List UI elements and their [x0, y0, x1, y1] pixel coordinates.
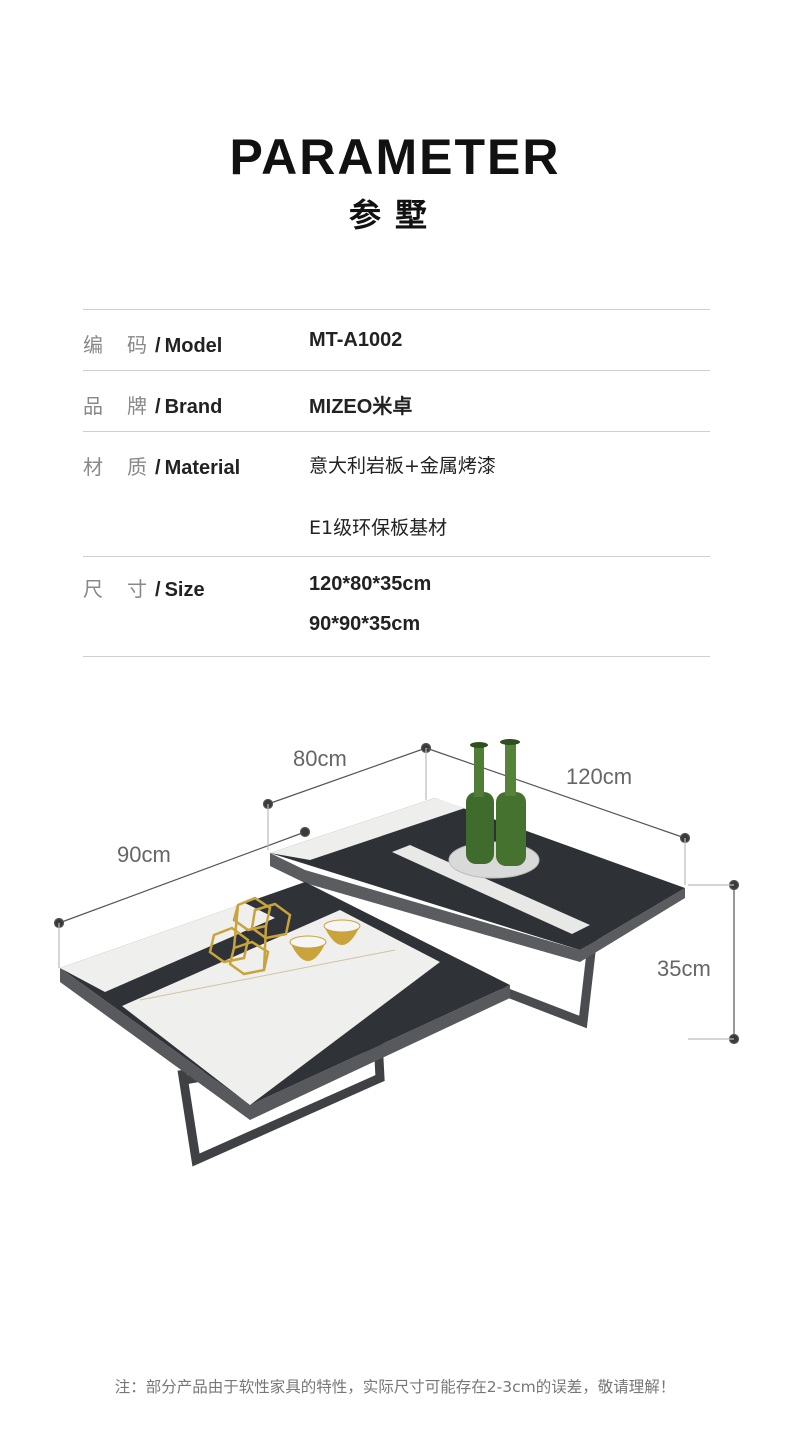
back-table-white-strip — [270, 798, 465, 860]
param-label-zh: 编 码 — [83, 335, 149, 357]
param-row-brand: 品 牌 /Brand MIZEO米卓 — [83, 371, 710, 432]
front-table-white-left — [60, 903, 275, 992]
param-label: 尺 寸 /Size — [83, 573, 205, 602]
param-label-en: Model — [164, 335, 223, 357]
front-table-frame — [60, 968, 510, 1120]
dimension-label-90: 90cm — [117, 842, 171, 867]
product-dimension-figure: 80cm 120cm 90cm 35cm — [0, 700, 790, 1200]
param-label-en: Size — [164, 579, 205, 601]
param-value-size-2: 90*90*35cm — [309, 613, 421, 635]
param-row-model: 编 码 /Model MT-A1002 — [83, 310, 710, 371]
param-label: 材 质 /Material — [83, 451, 240, 480]
param-row-size: 尺 寸 /Size 120*80*35cm 90*90*35cm — [83, 557, 710, 657]
param-label-zh: 品 牌 — [83, 396, 149, 418]
gold-geometric-sculpture — [208, 896, 292, 976]
dimension-label-80: 80cm — [293, 746, 347, 771]
footer-note: 注：部分产品由于软性家具的特性，实际尺寸可能存在2-3cm的误差，敬请理解！ — [114, 1378, 676, 1396]
param-separator: / — [155, 335, 161, 357]
parameter-table: 编 码/Model MT-A1002 品 牌/Brand MIZEO米卓 材 质… — [83, 309, 710, 657]
green-vase-right — [496, 739, 526, 866]
param-label-en: Brand — [164, 396, 223, 418]
coffee-table-illustration — [53, 739, 740, 1167]
param-value-material-2: E1级环保板基材 — [309, 517, 448, 539]
param-value-material-1: 意大利岩板+金属烤漆 — [309, 455, 496, 477]
dimension-label-120: 120cm — [566, 764, 633, 789]
green-vase-left — [466, 742, 494, 864]
gold-cups — [289, 919, 361, 961]
param-label: 编 码 /Model — [83, 329, 222, 358]
param-row-material: 材 质 /Material 意大利岩板+金属烤漆 E1级环保板基材 — [83, 432, 710, 557]
param-value-model: MT-A1002 — [309, 329, 403, 351]
back-table-legs — [498, 934, 598, 1029]
param-label-zh: 材 质 — [83, 457, 149, 479]
param-value-brand: MIZEO米卓 — [309, 396, 413, 418]
param-separator: / — [155, 579, 161, 601]
front-table-white-front — [122, 910, 440, 1105]
param-value-size-1: 120*80*35cm — [309, 573, 432, 595]
page-title-zh: 参墅 — [348, 196, 441, 234]
back-table-white-band — [392, 845, 590, 934]
param-label-zh: 尺 寸 — [83, 579, 149, 601]
param-separator: / — [155, 457, 161, 479]
stone-vein — [139, 949, 396, 1001]
param-separator: / — [155, 396, 161, 418]
page-title-en: PARAMETER — [229, 129, 561, 185]
dimension-label-35: 35cm — [657, 956, 711, 981]
dimension-lines — [53, 742, 740, 1045]
param-label: 品 牌 /Brand — [83, 390, 222, 419]
param-label-en: Material — [164, 457, 241, 479]
